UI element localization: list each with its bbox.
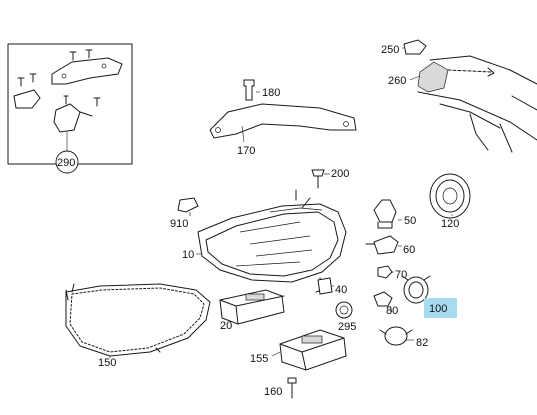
label-20: 20 xyxy=(220,320,232,332)
label-910: 910 xyxy=(170,218,188,230)
clip-40: 40 xyxy=(317,277,347,296)
headlamp-10: 10 xyxy=(182,189,347,293)
bolt-160: 160 xyxy=(264,377,297,399)
screw-icon xyxy=(17,49,101,107)
label-60: 60 xyxy=(403,244,415,256)
control-unit-155: 155 xyxy=(250,329,347,371)
pin-180: 180 xyxy=(243,79,280,101)
label-100: 100 xyxy=(429,303,447,315)
bracket-170: 170 xyxy=(209,103,357,157)
bulb-70: 70 xyxy=(377,265,407,281)
lens-150: 150 xyxy=(65,283,211,369)
label-290: 290 xyxy=(57,157,75,169)
label-170: 170 xyxy=(237,145,255,157)
car-front-view: 250 260 xyxy=(381,39,537,153)
highlight-box xyxy=(424,298,457,318)
bulb-50: 50 xyxy=(373,199,416,229)
bulb-80: 80 xyxy=(373,291,398,317)
socket-100 xyxy=(401,275,431,304)
label-260: 260 xyxy=(388,75,406,87)
label-150: 150 xyxy=(98,357,116,369)
label-82: 82 xyxy=(416,337,428,349)
inset-adjuster-icon xyxy=(13,89,93,133)
label-250: 250 xyxy=(381,44,399,56)
label-200: 200 xyxy=(331,168,349,180)
bulb-60: 60 xyxy=(365,235,415,256)
label-50: 50 xyxy=(404,215,416,227)
callout-290: 290 xyxy=(55,132,79,174)
label-180: 180 xyxy=(262,87,280,99)
label-10: 10 xyxy=(182,249,194,261)
inset-box-290: 290 xyxy=(7,43,133,174)
cap-120: 120 xyxy=(429,173,471,230)
clip-910: 910 xyxy=(170,197,199,230)
label-160: 160 xyxy=(264,386,282,398)
inset-bracket-icon xyxy=(51,57,123,85)
screw-200: 200 xyxy=(311,168,349,189)
control-unit-20: 20 xyxy=(219,289,285,332)
label-155: 155 xyxy=(250,353,268,365)
bulb-82: 82 xyxy=(379,326,428,349)
label-80: 80 xyxy=(386,305,398,317)
label-295: 295 xyxy=(338,321,356,333)
label-40: 40 xyxy=(335,284,347,296)
label-120: 120 xyxy=(441,218,459,230)
callout-circle-290 xyxy=(55,150,79,174)
label-70: 70 xyxy=(395,269,407,281)
cap-295: 295 xyxy=(335,301,356,333)
callout-100-highlight[interactable]: 100 xyxy=(424,298,457,318)
